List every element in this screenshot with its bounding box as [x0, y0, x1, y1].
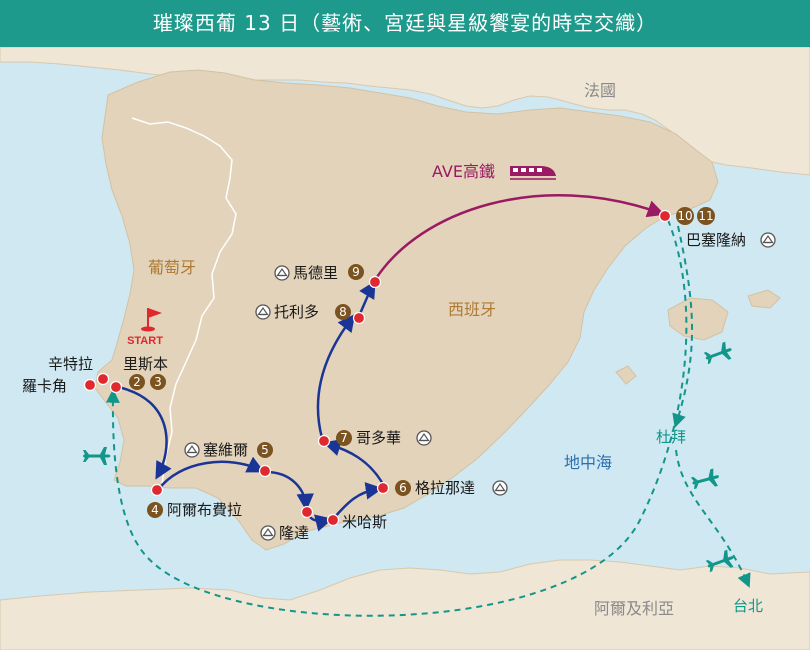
region-portugal: 葡萄牙 — [148, 258, 196, 277]
svg-text:8: 8 — [339, 305, 347, 319]
flight-route-dubai-taipei — [675, 449, 751, 588]
city-label-dubai: 杜拜 — [656, 428, 686, 446]
portugal-border — [131, 117, 237, 485]
flight-route-barcelona-dubai — [672, 225, 694, 428]
route-map: 法國 葡萄牙 西班牙 地中海 阿爾及利亞 — [0, 47, 810, 650]
mallorca-island — [667, 297, 729, 341]
svg-text:11: 11 — [698, 209, 713, 223]
city-dot-barcelona — [658, 209, 672, 223]
day-badge: 10 11 — [676, 207, 715, 225]
city-dot-seville — [258, 464, 272, 478]
region-france: 法國 — [584, 81, 616, 100]
svg-text:10: 10 — [677, 209, 692, 223]
region-algeria: 阿爾及利亞 — [594, 599, 674, 618]
route-albufeira-seville — [156, 456, 265, 491]
day-badge: 9 — [348, 264, 364, 280]
region-mediterranean: 地中海 — [564, 453, 612, 472]
city-dots — [83, 209, 672, 527]
svg-text:5: 5 — [261, 443, 269, 457]
city-label-sintra: 辛特拉 — [48, 355, 93, 373]
svg-text:9: 9 — [352, 265, 360, 279]
city-label-barcelona: 巴塞隆納 — [686, 231, 746, 249]
city-dot-lisbon — [109, 380, 123, 394]
unesco-heritage-icon — [184, 442, 200, 458]
route-ave-madrid-barcelona — [373, 194, 665, 281]
svg-text:4: 4 — [151, 503, 159, 517]
ave-label: AVE高鐵 — [432, 162, 495, 181]
day-badge: 6 — [395, 480, 411, 496]
city-label-ronda: 隆達 — [279, 524, 309, 542]
page-title: 璀璨西葡 13 日（藝術、宮廷與星級饗宴的時空交織） — [152, 11, 658, 35]
title-bar: 璀璨西葡 13 日（藝術、宮廷與星級饗宴的時空交織） — [0, 0, 810, 47]
day-badge: 4 — [147, 502, 163, 518]
unesco-heritage-icon — [492, 480, 508, 496]
route-lisbon-albufeira — [117, 385, 172, 480]
route-seville-ronda — [265, 470, 314, 512]
day-badge: 8 — [335, 304, 351, 320]
region-spain: 西班牙 — [448, 300, 496, 319]
start-label: START — [127, 335, 163, 347]
city-dot-mijas — [326, 513, 340, 527]
svg-text:2: 2 — [133, 375, 141, 389]
day-badge: 7 — [336, 430, 352, 446]
city-label-toledo: 托利多 — [274, 303, 319, 321]
day-badge: 5 — [257, 442, 273, 458]
city-label-madrid: 馬德里 — [293, 264, 338, 282]
menorca-island — [747, 289, 781, 309]
city-dot-madrid — [368, 275, 382, 289]
city-dot-albufeira — [150, 483, 164, 497]
svg-text:6: 6 — [399, 481, 407, 495]
city-label-granada: 格拉那達 — [415, 479, 475, 497]
city-dot-rome-cape — [83, 378, 97, 392]
train-icon — [510, 166, 556, 180]
unesco-heritage-icon — [416, 430, 432, 446]
city-dot-granada — [376, 481, 390, 495]
city-label-taipei: 台北 — [733, 597, 763, 615]
ibiza-island — [615, 365, 637, 385]
route-cordoba-toledo — [316, 313, 356, 439]
start-flag-icon — [141, 308, 162, 332]
svg-text:3: 3 — [154, 375, 162, 389]
city-dot-toledo — [352, 311, 366, 325]
africa-land — [0, 559, 810, 650]
city-dot-ronda — [300, 505, 314, 519]
unesco-heritage-icon — [760, 232, 776, 248]
city-dot-cordoba — [317, 434, 331, 448]
unesco-heritage-icon — [255, 304, 271, 320]
svg-text:7: 7 — [340, 431, 348, 445]
route-granada-cordoba — [322, 439, 386, 487]
city-label-rome-cape: 羅卡角 — [22, 377, 67, 395]
city-label-seville: 塞維爾 — [203, 441, 248, 459]
city-label-lisbon: 里斯本 — [123, 355, 168, 373]
city-dot-sintra — [96, 372, 110, 386]
route-mijas-granada — [333, 482, 384, 519]
iberia-land — [94, 69, 719, 551]
city-label-cordoba: 哥多華 — [356, 429, 401, 447]
city-label-albufeira: 阿爾布費拉 — [167, 501, 242, 519]
unesco-heritage-icon — [260, 525, 276, 541]
city-label-mijas: 米哈斯 — [342, 513, 387, 531]
day-badge: 2 3 — [129, 374, 166, 390]
unesco-heritage-icon — [274, 265, 290, 281]
